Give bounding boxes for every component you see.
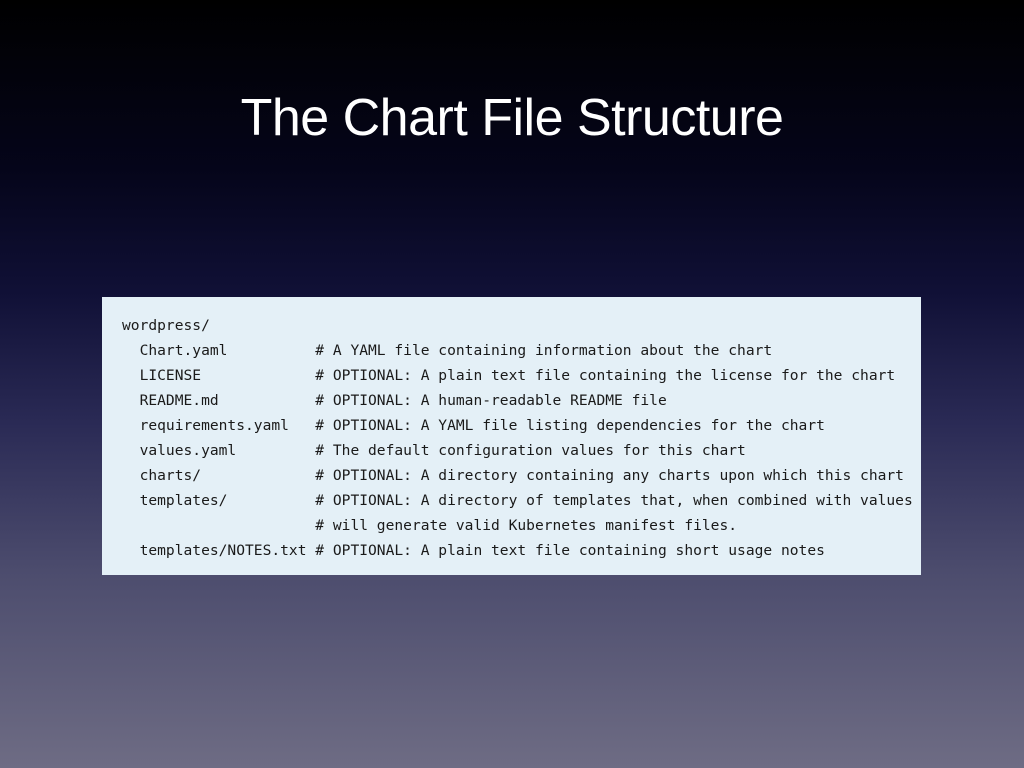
- code-line: values.yaml # The default configuration …: [122, 442, 746, 459]
- code-line: charts/ # OPTIONAL: A directory containi…: [122, 467, 912, 484]
- code-line: # will generate valid Kubernetes manifes…: [122, 517, 738, 534]
- code-line: LICENSE # OPTIONAL: A plain text file co…: [122, 367, 896, 384]
- code-block: wordpress/ Chart.yaml # A YAML file cont…: [102, 297, 921, 575]
- slide-title: The Chart File Structure: [240, 89, 784, 147]
- code-line: wordpress/: [122, 317, 210, 334]
- code-line: templates/ # OPTIONAL: A directory of te…: [122, 492, 912, 509]
- code-line: README.md # OPTIONAL: A human-readable R…: [122, 392, 667, 409]
- code-line: Chart.yaml # A YAML file containing info…: [122, 342, 773, 359]
- code-line: requirements.yaml # OPTIONAL: A YAML fil…: [122, 417, 825, 434]
- code-line: templates/NOTES.txt # OPTIONAL: A plain …: [122, 542, 825, 559]
